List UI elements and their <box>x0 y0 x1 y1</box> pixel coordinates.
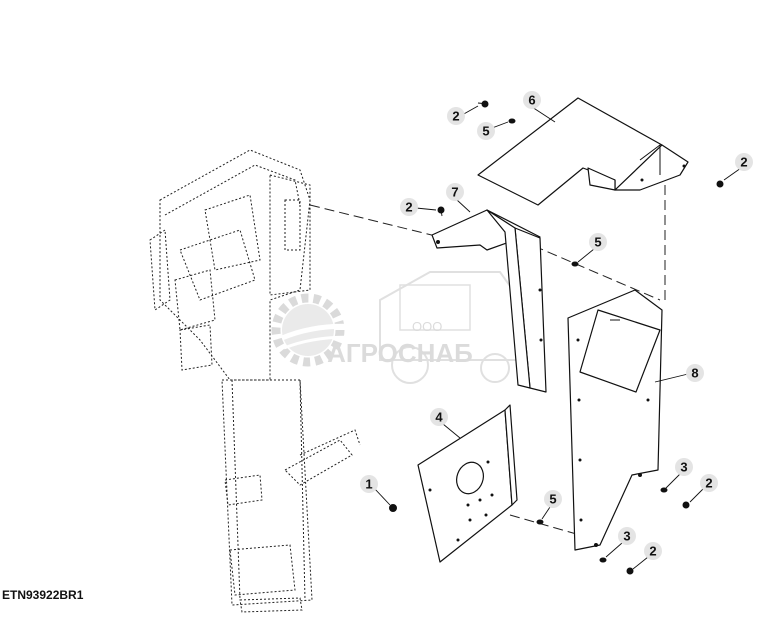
callout-8-label: 8 <box>691 366 698 381</box>
leader-lines <box>373 105 742 570</box>
part-6-top-cover <box>477 97 689 206</box>
callout-2b: 2 <box>735 153 753 171</box>
callout-7: 7 <box>446 183 464 201</box>
washer-5c <box>536 519 544 525</box>
callout-6: 6 <box>523 91 541 109</box>
callout-2e: 2 <box>644 542 662 560</box>
watermark-company-name: АГРОСНАБ <box>327 338 473 368</box>
bolt-2e <box>626 567 634 575</box>
figure-reference-id: ETN93922BR1 <box>2 588 84 602</box>
bolt-2d <box>682 501 690 509</box>
callout-5c-label: 5 <box>549 492 556 507</box>
callout-4: 4 <box>430 408 448 426</box>
callout-4-label: 4 <box>435 410 443 425</box>
callout-5a-label: 5 <box>482 124 489 139</box>
callout-2d: 2 <box>700 474 718 492</box>
callout-2b-label: 2 <box>740 155 747 170</box>
callout-3b-label: 3 <box>623 529 630 544</box>
washer-5a <box>508 118 516 124</box>
callout-8: 8 <box>686 364 704 382</box>
callout-1: 1 <box>360 475 378 493</box>
callout-2c-label: 2 <box>405 200 412 215</box>
callout-5c: 5 <box>544 490 562 508</box>
callout-3b: 3 <box>618 527 636 545</box>
callout-6-label: 6 <box>528 93 535 108</box>
callout-5b: 5 <box>589 233 607 251</box>
watermark: ООО АГРОСНАБ <box>271 271 521 384</box>
part-7-bracket <box>431 209 547 393</box>
bolt-1 <box>389 504 397 512</box>
washer-3a <box>660 487 668 493</box>
fasteners <box>389 100 724 575</box>
part-8-side-panel <box>567 289 663 551</box>
washer-5b <box>571 261 579 267</box>
callout-5a: 5 <box>477 122 495 140</box>
callout-3a-label: 3 <box>680 460 687 475</box>
callout-7-label: 7 <box>451 185 458 200</box>
callout-2a: 2 <box>447 107 465 125</box>
callout-5b-label: 5 <box>594 235 601 250</box>
bolt-2a <box>477 100 489 108</box>
callout-2e-label: 2 <box>649 544 656 559</box>
watermark-company-form: ООО <box>412 319 442 334</box>
bolt-2c <box>437 206 445 217</box>
machine-frame-ghost <box>149 149 361 613</box>
part-4-lower-plate <box>417 404 518 563</box>
callout-1-label: 1 <box>365 477 372 492</box>
callout-2d-label: 2 <box>705 476 712 491</box>
callout-2a-label: 2 <box>452 109 459 124</box>
bolt-2b <box>716 180 724 188</box>
washer-3b <box>599 557 607 563</box>
callout-3a: 3 <box>675 458 693 476</box>
callout-2c: 2 <box>400 198 418 216</box>
